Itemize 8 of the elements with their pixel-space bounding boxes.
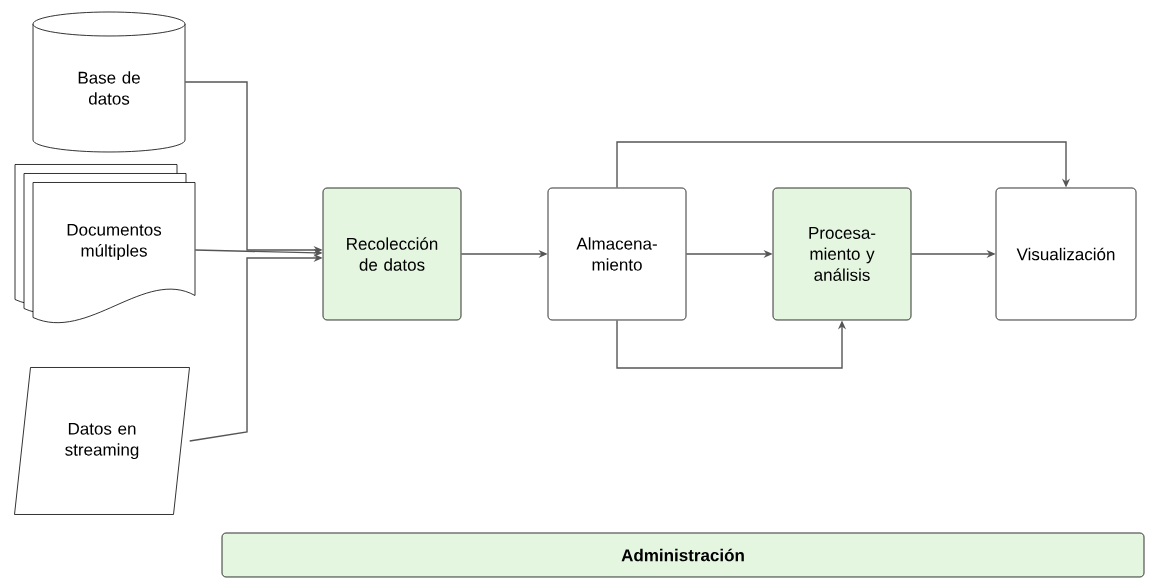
process-box: Almacena- miento (547, 187, 687, 321)
process-box: Procesa- miento y análisis (772, 187, 912, 321)
arrow (616, 141, 1071, 189)
process-box: Visualización (995, 187, 1137, 321)
process-box: Recolección de datos (322, 187, 462, 321)
data-input-parallelogram: Datos en streaming (14, 367, 190, 515)
database-cylinder: Base de datos (32, 11, 186, 153)
management-band: Administración (221, 532, 1145, 578)
